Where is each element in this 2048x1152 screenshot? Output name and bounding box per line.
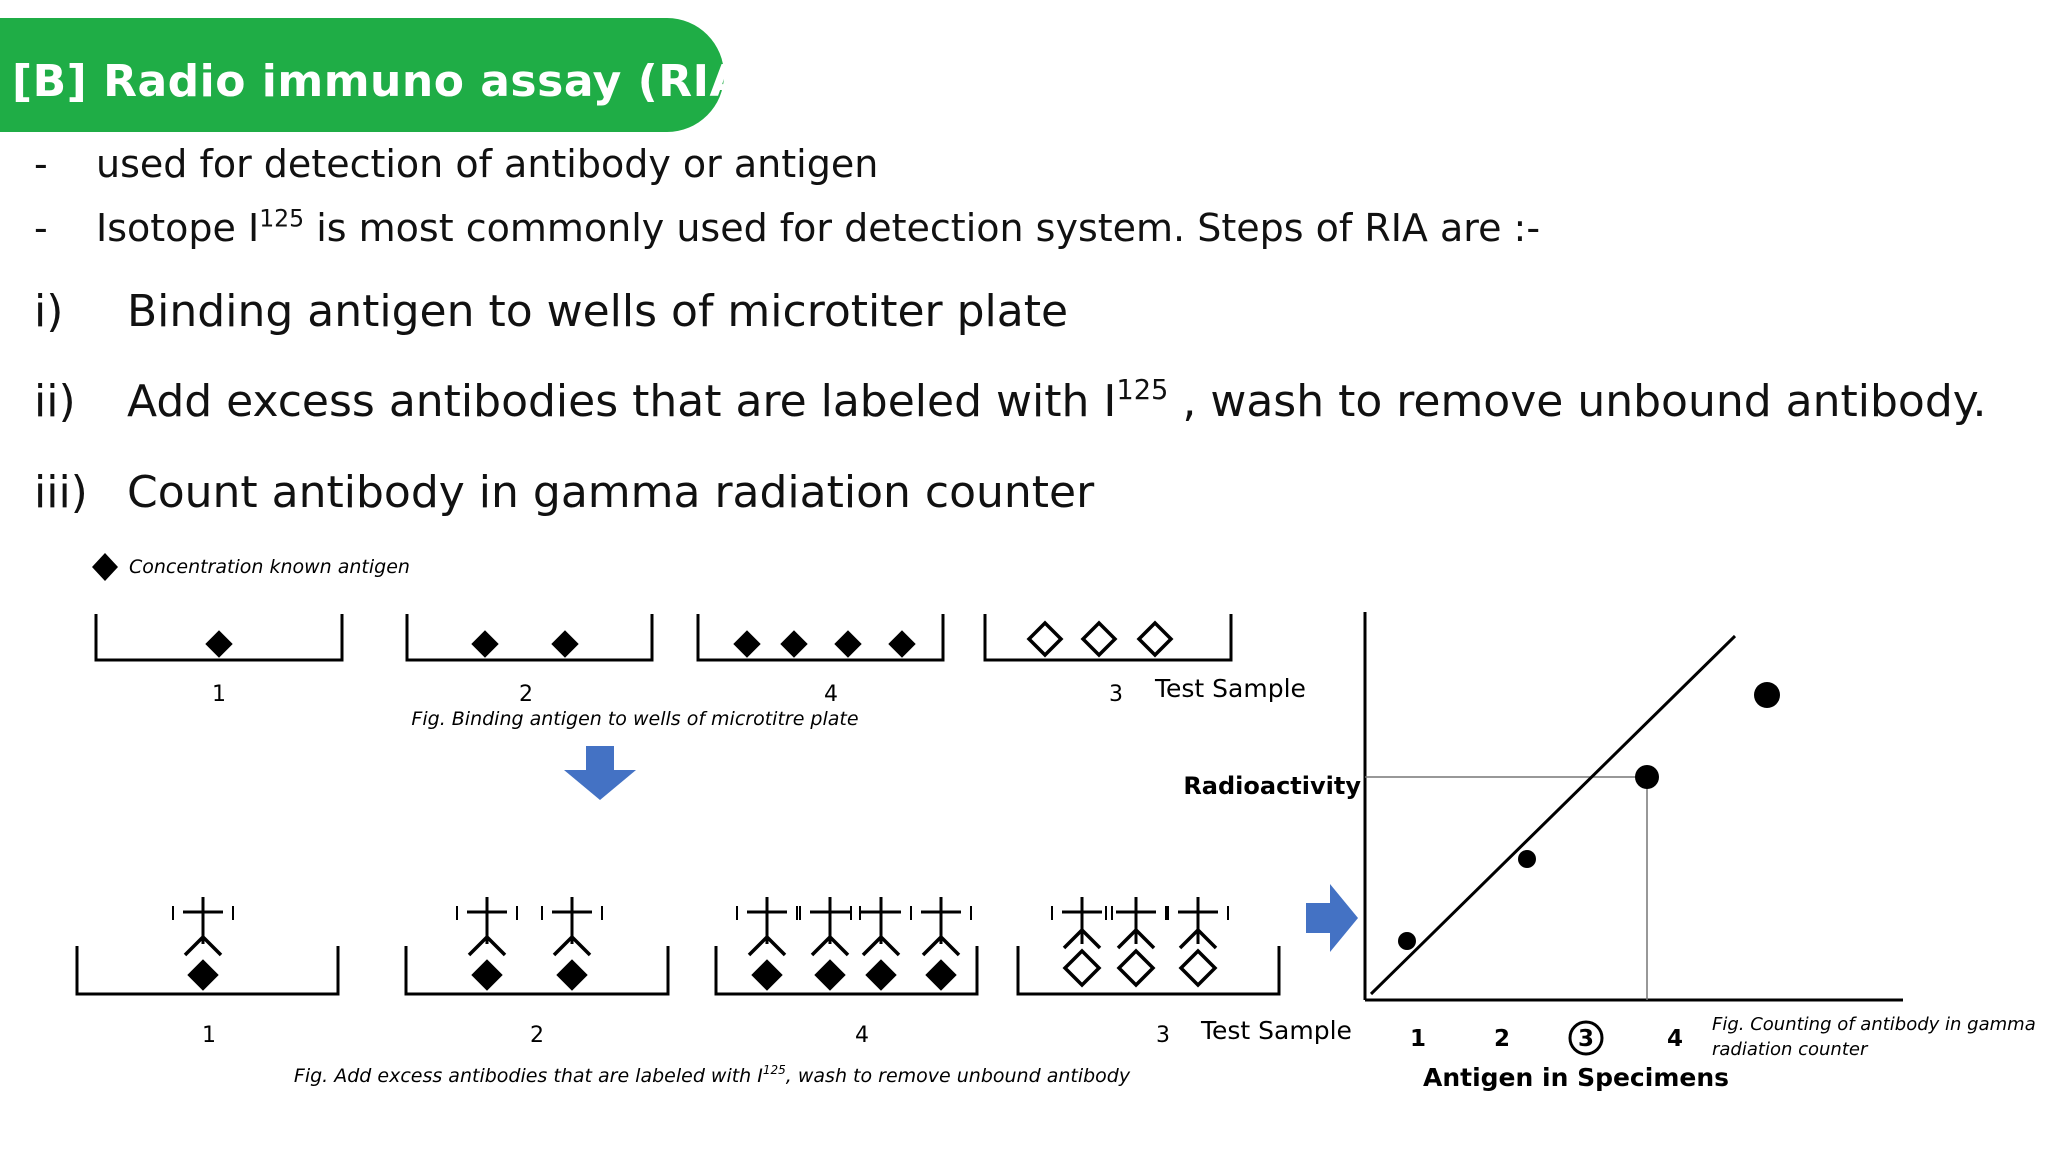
test-antigen-icon (1178, 948, 1218, 988)
bottom-well-1: 1 (75, 897, 340, 1048)
x-tick-label: 2 (1494, 1026, 1510, 1052)
x-tick-label: 4 (1667, 1026, 1683, 1052)
well-number: 2 (519, 682, 533, 707)
antigen-icon (834, 630, 862, 658)
well-outline (404, 946, 670, 996)
well-number: 3 (1156, 1023, 1170, 1048)
test-antigen-icon (1080, 620, 1118, 658)
data-point (1398, 932, 1416, 950)
right-arrow-icon (1306, 884, 1358, 952)
step-text: Binding antigen to wells of microtiter p… (127, 286, 1069, 337)
circled-category-icon (1568, 1020, 1604, 1056)
antigen-icon (925, 959, 957, 991)
antibody-binding-site (810, 934, 850, 957)
antigen-icon (205, 630, 233, 658)
step-number: ii) (34, 376, 76, 427)
data-point (1635, 765, 1659, 789)
trend-line (1369, 634, 1737, 996)
test-antigen-icon (1116, 948, 1156, 988)
bottom-well-4: 4 (714, 897, 979, 1048)
test-antigen-icon (1026, 620, 1064, 658)
top-caption: Fig. Binding antigen to wells of microti… (411, 708, 858, 730)
test-antigen-icon (1136, 620, 1174, 658)
antibody-binding-site (861, 934, 901, 957)
top-wells: 1 2 4 3 Test Sample (94, 614, 1306, 707)
antibody-binding-site (1116, 927, 1156, 950)
antigen-icon (888, 630, 916, 658)
chart-points (1398, 682, 1780, 950)
test-sample-label: Test Sample (1154, 674, 1306, 703)
well-number: 4 (855, 1023, 869, 1048)
well-outline (983, 614, 1233, 662)
top-well-3: 3 Test Sample (983, 614, 1306, 707)
y-axis-label: Radioactivity (1183, 772, 1361, 800)
bottom-well-2: 2 (404, 897, 670, 1048)
data-point (1518, 850, 1536, 868)
antigen-icon (865, 959, 897, 991)
well-number: 1 (212, 682, 226, 707)
bullet-text: Isotope I125 is most commonly used for d… (96, 204, 1541, 250)
top-well-1: 1 (94, 614, 344, 707)
test-antigen-icon (1062, 948, 1102, 988)
step-number: iii) (34, 467, 88, 518)
page-title: [B] Radio immuno assay (RIA) (12, 56, 765, 107)
antigen-icon (551, 630, 579, 658)
well-number: 4 (824, 682, 838, 707)
bullet-text: used for detection of antibody or antige… (96, 142, 879, 186)
data-point (1754, 682, 1780, 708)
step-text: Add excess antibodies that are labeled w… (127, 375, 1987, 427)
x-tick-label: 1 (1410, 1026, 1426, 1052)
bullet-marker: - (34, 142, 48, 186)
antibody-binding-site (1062, 927, 1102, 950)
antibody-binding-site (747, 934, 787, 957)
well-number: 3 (1109, 682, 1123, 707)
bullet-marker: - (34, 206, 48, 250)
antibody-binding-site (552, 934, 592, 957)
well-outline (696, 614, 945, 662)
chart-guides (1365, 776, 1648, 1000)
well-outline (714, 946, 979, 996)
antigen-icon (751, 959, 783, 991)
step-text: Count antibody in gamma radiation counte… (127, 467, 1095, 518)
well-outline (405, 614, 654, 662)
antigen-icon (471, 630, 499, 658)
antibody-binding-site (467, 934, 507, 957)
antigen-icon (814, 959, 846, 991)
bottom-wells: 1 2 4 3 Test Sample (75, 897, 1352, 1048)
bottom-caption: Fig. Add excess antibodies that are labe… (294, 1063, 1131, 1087)
antigen-icon (471, 959, 503, 991)
legend-antigen-icon (92, 553, 118, 581)
antibody-binding-site (183, 934, 223, 957)
antigen-icon (733, 630, 761, 658)
well-outline (1016, 946, 1281, 996)
antigen-icon (780, 630, 808, 658)
antigen-icon (187, 959, 219, 991)
legend-text: Concentration known antigen (129, 556, 410, 578)
well-number: 1 (202, 1023, 216, 1048)
well-outline (75, 946, 340, 996)
title-banner (0, 18, 724, 132)
bottom-well-3: 3 Test Sample (1016, 897, 1352, 1048)
antigen-icon (556, 959, 588, 991)
x-tick-label: 3 (1578, 1026, 1594, 1052)
chart-line (1369, 634, 1737, 996)
top-well-4: 4 (696, 614, 945, 707)
antibody-binding-site (1178, 927, 1218, 950)
down-arrow-icon (564, 746, 636, 800)
well-outline (94, 614, 344, 662)
well-number: 2 (530, 1023, 544, 1048)
top-well-2: 2 (405, 614, 654, 707)
x-axis-label: Antigen in Specimens (1423, 1063, 1729, 1092)
chart-ticks: 1 2 3 4 (1410, 1020, 1683, 1056)
test-sample-label: Test Sample (1200, 1016, 1352, 1045)
antibody-binding-site (921, 934, 961, 957)
step-number: i) (34, 286, 64, 337)
